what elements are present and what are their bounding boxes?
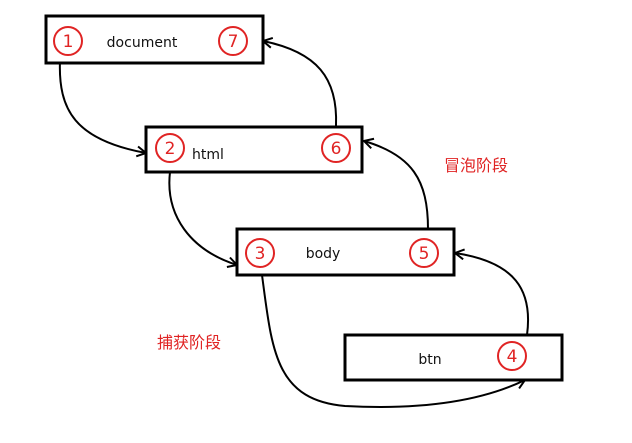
node-html-label: html: [192, 147, 224, 163]
node-html: html 2 6: [144, 125, 364, 174]
node-document-label: document: [107, 35, 178, 51]
arrow-btn-to-body: [455, 253, 529, 336]
svg-text:4: 4: [507, 347, 518, 367]
node-btn: btn 4: [343, 333, 564, 382]
step-badge-2: 2: [155, 133, 185, 163]
capture-phase-label: 捕获阶段: [157, 333, 221, 352]
arrow-html-to-document: [263, 41, 338, 127]
node-body: body 3 5: [235, 227, 456, 277]
step-badge-5: 5: [409, 238, 439, 268]
svg-text:6: 6: [331, 139, 342, 159]
step-badge-3: 3: [245, 238, 275, 268]
arrow-body-to-html: [364, 141, 429, 230]
node-btn-label: btn: [418, 352, 441, 368]
arrow-html-to-body: [168, 171, 237, 265]
step-badge-1: 1: [53, 26, 83, 56]
svg-text:3: 3: [255, 244, 266, 264]
step-badge-6: 6: [321, 133, 351, 163]
svg-text:2: 2: [165, 139, 176, 159]
step-badge-7: 7: [218, 26, 248, 56]
node-body-label: body: [306, 246, 341, 262]
arrow-document-to-html: [58, 59, 146, 153]
svg-text:7: 7: [228, 32, 239, 52]
bubble-phase-label: 冒泡阶段: [444, 156, 508, 175]
step-badge-4: 4: [497, 341, 527, 371]
svg-text:1: 1: [63, 32, 74, 52]
node-document: document 1 7: [44, 14, 265, 65]
svg-text:5: 5: [419, 244, 430, 264]
arrow-body-to-btn: [261, 274, 525, 408]
